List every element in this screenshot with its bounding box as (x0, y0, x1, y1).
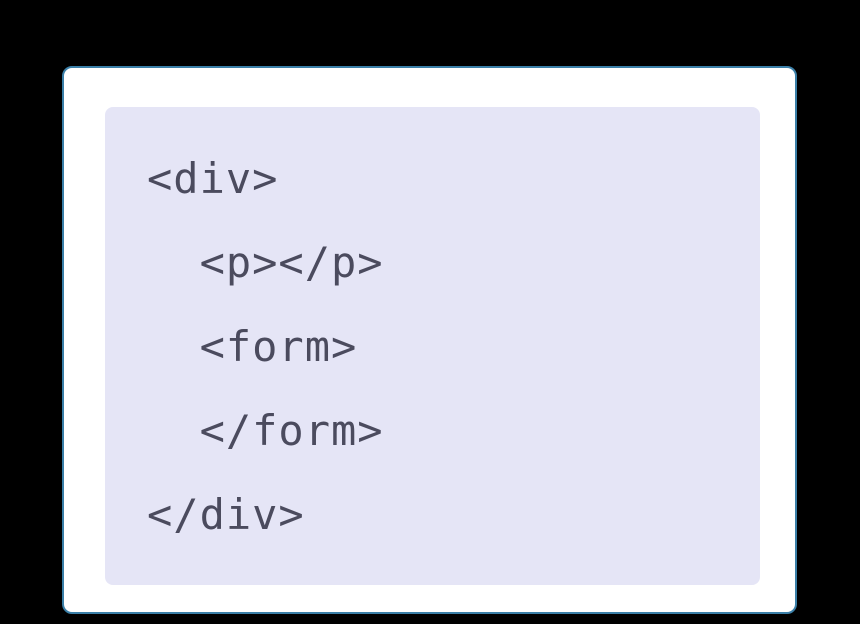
code-line: <form> (147, 322, 358, 371)
code-line: </div> (147, 490, 305, 539)
code-card: <div> <p></p> <form> </form> </div> (62, 66, 797, 614)
code-snippet-block: <div> <p></p> <form> </form> </div> (105, 107, 760, 585)
code-line: </form> (147, 406, 384, 455)
code-line: <div> (147, 154, 279, 203)
code-line: <p></p> (147, 238, 384, 287)
